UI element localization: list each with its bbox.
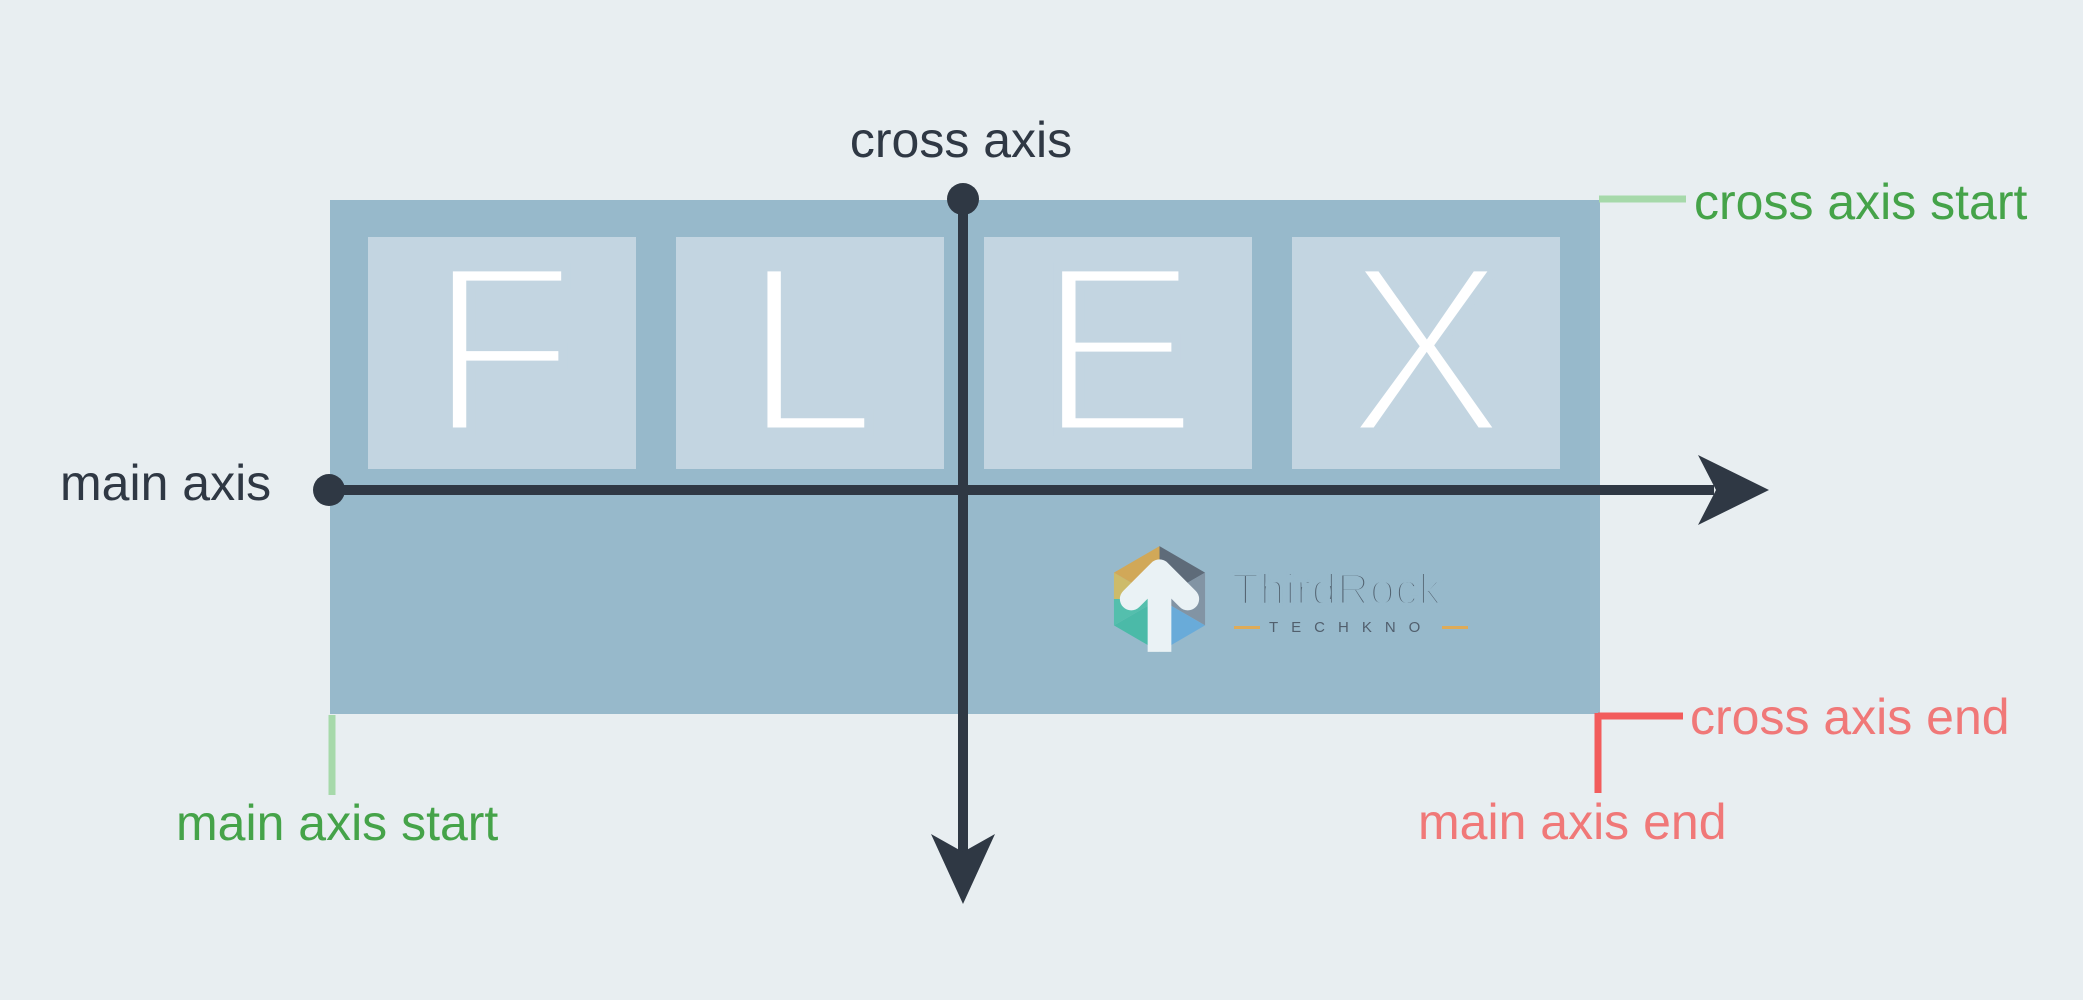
flex-items-row: F L E X [368, 225, 1560, 474]
cross-axis-label: cross axis [849, 112, 1073, 168]
main-axis-arrowhead-icon [1698, 455, 1769, 525]
main-axis-end-label: main axis end [1418, 794, 1727, 850]
logo-dash-right [1442, 626, 1469, 629]
flex-item: F [368, 225, 636, 474]
cross-axis-start-label: cross axis start [1694, 174, 2028, 230]
logo-subtitle-row: TECHKNO [1234, 619, 1469, 636]
flex-item-letter: L [739, 215, 882, 483]
logo-text: ThirdRock TECHKNO [1230, 538, 1469, 636]
thirdrock-techkno-logo: ThirdRock TECHKNO [1103, 538, 1469, 660]
flex-item-letter: E [1033, 215, 1202, 483]
logo-dash-left [1234, 626, 1260, 629]
main-axis-label: main axis [60, 455, 272, 511]
logo-hexagon-icon [1113, 546, 1206, 652]
logo-brand-name: ThirdRock [1230, 565, 1442, 614]
cross-axis-end-label: cross axis end [1690, 689, 2010, 745]
flex-item: L [676, 225, 944, 474]
cross-axis-arrowhead-icon [931, 834, 995, 904]
flex-item-letter: X [1341, 215, 1510, 483]
logo-sub-brand: TECHKNO [1269, 619, 1434, 636]
logo-arrow-shaft [1147, 577, 1172, 652]
flex-item: E [984, 225, 1252, 474]
flex-item: X [1292, 225, 1560, 474]
flex-item-letter: F [424, 215, 580, 483]
logo-arrow-up-icon [1119, 559, 1200, 611]
main-axis-start-label: main axis start [176, 795, 499, 851]
